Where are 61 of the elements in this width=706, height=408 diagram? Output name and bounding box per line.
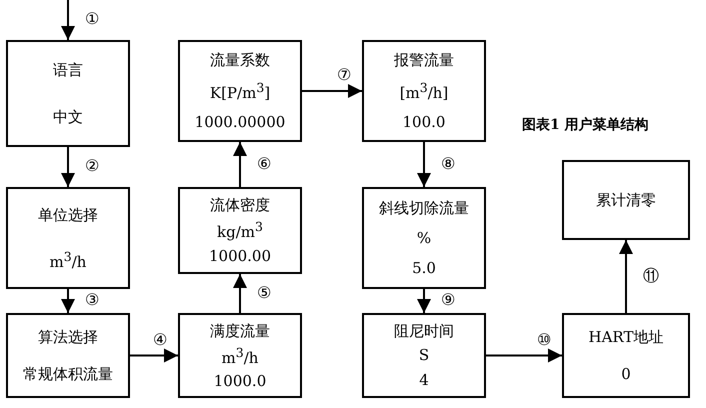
menu-box (6, 313, 130, 398)
step-number: ⑧ (440, 156, 456, 172)
step-number: ⑥ (256, 156, 272, 172)
arrow (417, 142, 431, 187)
step-number: ② (84, 158, 100, 174)
arrow (417, 289, 431, 313)
menu-text: m$^{3}$/h (50, 248, 86, 270)
step-number: ⑩ (536, 332, 552, 348)
arrow (486, 348, 562, 362)
menu-box (178, 187, 302, 274)
menu-text: 语言 (53, 60, 83, 79)
menu-box (178, 313, 302, 398)
menu-text: [m$^{3}$/h] (400, 80, 448, 102)
menu-text: 1000.0 (214, 372, 266, 390)
menu-text: 算法选择 (38, 328, 98, 346)
menu-text: 满度流量 (210, 322, 270, 340)
menu-text: 100.0 (402, 112, 446, 131)
menu-text: 1000.00000 (194, 112, 286, 131)
menu-box (6, 40, 130, 147)
menu-text: 阻尼时间 (394, 322, 454, 340)
menu-text: % (416, 229, 432, 247)
step-number: ⑪ (642, 268, 660, 284)
arrow (233, 142, 247, 187)
menu-text: 单位选择 (38, 206, 98, 224)
menu-box (562, 160, 690, 240)
figure-title: 图表1 用户菜单结构 (522, 116, 649, 134)
menu-text: m$^{3}$/h (222, 344, 258, 366)
step-number: ⑤ (256, 284, 272, 300)
menu-text: 4 (419, 370, 429, 389)
arrow (233, 274, 247, 313)
menu-text: 0 (621, 364, 631, 383)
arrow (619, 240, 633, 313)
menu-box (362, 40, 486, 142)
menu-text: K[P/m$^{3}$] (210, 80, 270, 102)
arrow (130, 348, 178, 362)
step-number: ① (84, 11, 100, 27)
menu-text: 斜线切除流量 (379, 199, 469, 217)
arrow (61, 289, 75, 313)
menu-text: HART地址 (588, 328, 664, 346)
menu-text: 中文 (53, 108, 83, 126)
menu-text: 常规体积流量 (23, 364, 113, 383)
menu-box (562, 313, 690, 398)
menu-text: 5.0 (412, 259, 436, 277)
menu-box (362, 313, 486, 398)
menu-text: S (418, 346, 430, 364)
step-number: ⑦ (336, 67, 352, 83)
arrow (61, 0, 75, 40)
step-number: ④ (152, 332, 168, 348)
arrow (61, 147, 75, 187)
step-number: ③ (84, 292, 100, 308)
menu-text: kg/m$^{3}$ (217, 219, 263, 242)
menu-text: 流量系数 (210, 51, 270, 70)
step-number: ⑨ (440, 292, 456, 308)
menu-text: 累计清零 (596, 191, 656, 209)
arrow (302, 84, 362, 98)
menu-box (6, 187, 130, 289)
menu-box (362, 187, 486, 289)
menu-text: 1000.00 (208, 247, 272, 266)
menu-text: 报警流量 (394, 51, 454, 70)
menu-box (178, 40, 302, 142)
menu-text: 流体密度 (210, 196, 270, 214)
